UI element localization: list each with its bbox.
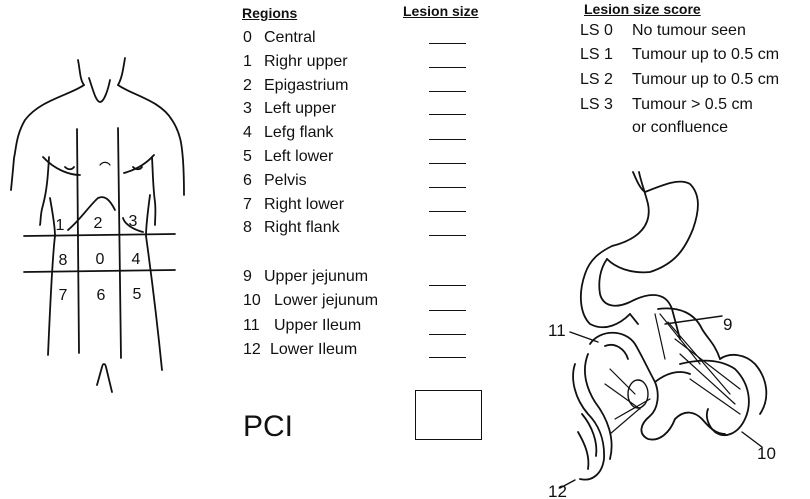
pci-label: PCI <box>243 410 294 443</box>
lesion-size-blank-2[interactable] <box>429 91 466 92</box>
lesion-size-blank-8[interactable] <box>429 235 466 236</box>
small-intestine-diagram: 11 9 10 12 <box>548 171 776 499</box>
lesion-size-blank-6[interactable] <box>429 187 466 188</box>
region-label: 6 <box>97 287 106 304</box>
lesion-size-blank-0[interactable] <box>429 43 466 44</box>
region-label: 2 <box>94 215 103 232</box>
regions-header: Regions <box>242 5 298 21</box>
lesion-size-blank-3[interactable] <box>429 114 466 115</box>
region-label: 1 <box>56 217 65 234</box>
lesion-size-blank-7[interactable] <box>429 211 466 212</box>
region-label: 8 <box>59 252 68 269</box>
region-label: 0 <box>96 251 105 268</box>
lesion-size-header: Lesion size <box>403 3 479 19</box>
lesion-size-blank-10[interactable] <box>429 310 466 311</box>
intestine-label-9: 9 <box>723 315 732 334</box>
region-label: 7 <box>59 287 68 304</box>
lesion-size-blank-1[interactable] <box>429 67 466 68</box>
region-label: 5 <box>133 286 142 303</box>
intestine-label-11: 11 <box>548 321 566 340</box>
lesion-size-blank-5[interactable] <box>429 163 466 164</box>
intestine-label-10: 10 <box>757 444 776 463</box>
abdomen-region-diagram: 1 2 3 8 0 4 7 6 5 <box>10 57 185 393</box>
lesion-size-blank-11[interactable] <box>429 334 466 335</box>
intestine-label-12: 12 <box>548 482 567 499</box>
lesion-size-blank-12[interactable] <box>429 357 466 358</box>
lesion-size-score-header: Lesion size score <box>584 1 701 17</box>
pci-score-box[interactable] <box>415 390 482 440</box>
region-label: 3 <box>129 213 138 230</box>
score-row-3-cont: or confluence <box>632 119 729 136</box>
lesion-size-blank-9[interactable] <box>429 285 466 286</box>
region-label: 4 <box>132 251 141 268</box>
lesion-size-blank-4[interactable] <box>429 139 466 140</box>
